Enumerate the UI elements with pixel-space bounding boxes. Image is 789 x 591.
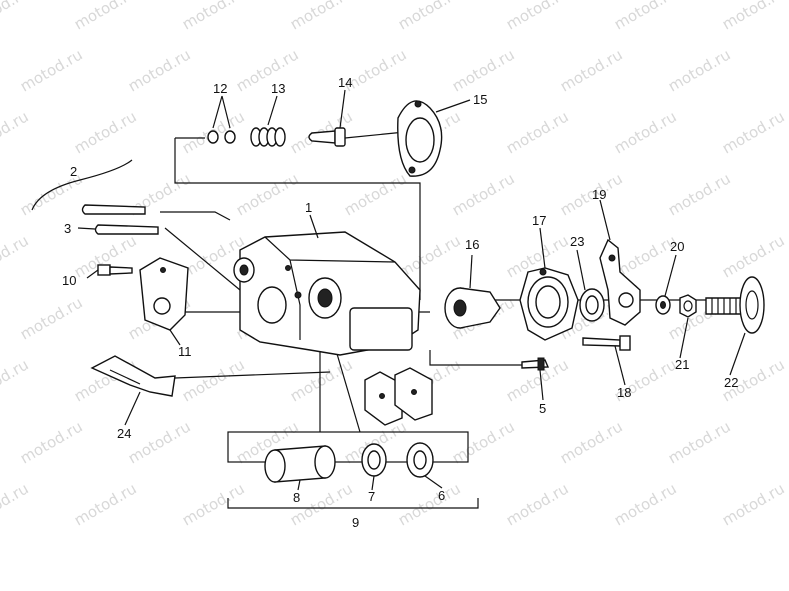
callout-6: 6	[438, 488, 445, 503]
watermark-text: motod.ru	[125, 45, 194, 95]
callout-2: 2	[70, 164, 77, 179]
watermark-text: motod.ru	[179, 0, 248, 33]
part-21-nut	[679, 294, 697, 318]
part-17-housing	[519, 267, 579, 341]
watermark-text: motod.ru	[71, 0, 140, 33]
callout-19: 19	[592, 187, 606, 202]
watermark-text: motod.ru	[449, 417, 518, 467]
part-14-pin	[308, 127, 346, 147]
callout-11: 11	[178, 344, 192, 359]
callout-24: 24	[117, 426, 131, 441]
part-12-orings	[207, 130, 236, 144]
watermark-text: motod.ru	[611, 0, 680, 33]
watermark-text: motod.ru	[395, 479, 464, 529]
part-11-plate	[139, 257, 189, 331]
watermark-text: motod.ru	[449, 45, 518, 95]
watermark-text: motod.ru	[449, 169, 518, 219]
part-16-piston	[444, 287, 501, 329]
watermark-text: motod.ru	[233, 169, 302, 219]
watermark-text: motod.ru	[179, 479, 248, 529]
watermark-text: motod.ru	[17, 293, 86, 343]
part-24-clip	[90, 355, 176, 397]
callout-5: 5	[539, 401, 546, 416]
callout-20: 20	[670, 239, 684, 254]
watermark-text: motod.ru	[0, 107, 32, 157]
watermark-text: motod.ru	[233, 45, 302, 95]
watermark-text: motod.ru	[719, 0, 788, 33]
callout-23: 23	[570, 234, 584, 249]
watermark-text: motod.ru	[395, 0, 464, 33]
part-8-cylinder	[264, 445, 336, 483]
watermark-text: motod.ru	[503, 0, 572, 33]
watermark-text: motod.ru	[0, 0, 32, 33]
watermark-text: motod.ru	[0, 355, 32, 405]
callout-22: 22	[724, 375, 738, 390]
part-1-caliper-body	[233, 231, 421, 356]
part-20-washer	[655, 295, 671, 315]
part-23-bushing	[579, 288, 605, 322]
callout-12: 12	[213, 81, 227, 96]
callout-17: 17	[532, 213, 546, 228]
watermark-text: motod.ru	[17, 417, 86, 467]
watermark-text: motod.ru	[719, 479, 788, 529]
part-15-gasket	[397, 100, 443, 177]
part-13-spring	[250, 127, 286, 147]
callout-21: 21	[675, 357, 689, 372]
part-19-lever	[599, 238, 641, 326]
watermark-text: motod.ru	[611, 107, 680, 157]
watermark-text: motod.ru	[557, 417, 626, 467]
callout-labels: 1 2 3 5 6 7 8 9 10 11 12 13 14 15 16 17 …	[62, 75, 738, 530]
part-6-seal	[406, 442, 434, 478]
watermark-text: motod.ru	[341, 169, 410, 219]
watermark-text: motod.ru	[611, 479, 680, 529]
part-5-bleeder	[521, 357, 550, 371]
watermark-text: motod.ru	[503, 479, 572, 529]
guide-lines	[31, 131, 750, 509]
callout-8: 8	[293, 490, 300, 505]
callout-7: 7	[368, 489, 375, 504]
callout-1: 1	[305, 200, 312, 215]
part-10-bolt	[97, 264, 133, 276]
part-22-adjuster	[705, 276, 765, 334]
watermark-text: motod.ru	[17, 45, 86, 95]
callout-10: 10	[62, 273, 76, 288]
watermark-text: motod.ru	[665, 169, 734, 219]
watermark-text: motod.ru	[71, 479, 140, 529]
watermark-text: motod.ru	[665, 417, 734, 467]
brake-pads	[364, 367, 433, 426]
watermark-text: motod.ru	[719, 231, 788, 281]
callout-3: 3	[64, 221, 71, 236]
watermark-text: motod.ru	[125, 417, 194, 467]
callout-15: 15	[473, 92, 487, 107]
watermark-text: motod.ru	[665, 45, 734, 95]
callout-16: 16	[465, 237, 479, 252]
watermark-text: motod.ru	[71, 107, 140, 157]
callout-13: 13	[271, 81, 285, 96]
watermark-text: motod.ru	[719, 107, 788, 157]
callout-18: 18	[617, 385, 631, 400]
watermark-text: motod.ru	[0, 231, 32, 281]
watermark-text: motod.ru	[557, 45, 626, 95]
watermark-text: motod.ru	[0, 479, 32, 529]
callout-leaders	[77, 89, 746, 491]
callout-14: 14	[338, 75, 352, 90]
part-18-screw	[582, 335, 631, 351]
part-3-pins	[81, 204, 159, 235]
watermark-text: motod.ru	[503, 107, 572, 157]
callout-9: 9	[352, 515, 359, 530]
watermark-text: motod.ru	[179, 355, 248, 405]
part-7-seal	[361, 443, 387, 477]
watermark-text: motod.ru	[287, 0, 356, 33]
